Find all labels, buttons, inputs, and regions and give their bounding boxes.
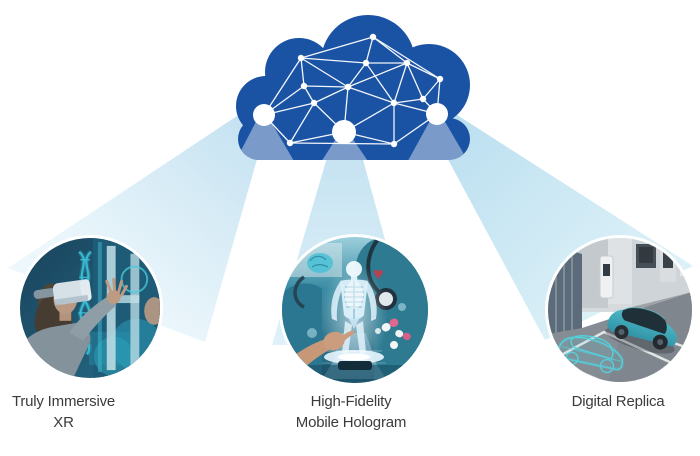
photo-truly-immersive-xr	[20, 238, 160, 378]
heart-icon	[374, 269, 383, 280]
beam-origin-glow	[236, 108, 470, 160]
hub-node-right	[426, 103, 448, 125]
label-digital-replica: Digital Replica	[571, 393, 665, 410]
label-truly-immersive-xr: Truly Immersive XR	[11, 393, 116, 431]
label-high-fidelity-mobile-hologram: High-Fidelity Mobile Hologram	[295, 393, 407, 431]
vr-headset	[33, 279, 92, 306]
hub-node-middle	[332, 120, 356, 144]
network-graph	[263, 36, 441, 145]
solid-car	[605, 307, 677, 354]
photo-high-fidelity-mobile-hologram	[282, 237, 428, 383]
pills	[375, 318, 411, 349]
person-with-vr-headset	[20, 277, 128, 378]
network-nodes	[253, 33, 448, 148]
hub-node-left	[253, 104, 275, 126]
photo-digital-replica	[548, 238, 692, 382]
